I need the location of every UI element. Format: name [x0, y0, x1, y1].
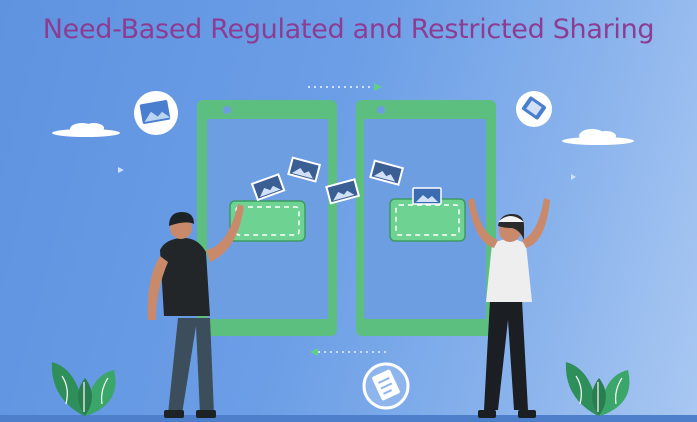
image-badge-icon [516, 91, 552, 127]
image-icon [369, 159, 405, 186]
person-icon [147, 204, 244, 418]
folder-icon [389, 187, 466, 242]
plant-icon [51, 362, 116, 416]
plant-icon [565, 362, 630, 416]
cloud-icon [562, 129, 634, 145]
document-badge-icon [362, 362, 410, 410]
sparkle-icon [118, 167, 124, 173]
image-icon [325, 178, 361, 205]
page-title: Need-Based Regulated and Restricted Shar… [42, 14, 655, 45]
arrow-left-icon [310, 348, 386, 356]
arrow-right-icon [308, 83, 382, 91]
cloud-icon [52, 123, 120, 137]
person-icon [468, 198, 550, 418]
ground-strip [0, 415, 697, 422]
gallery-badge-icon [134, 91, 178, 135]
folder-icon [229, 200, 306, 242]
image-icon [287, 156, 322, 183]
image-icon [250, 173, 286, 202]
sparkle-icon [571, 174, 576, 180]
